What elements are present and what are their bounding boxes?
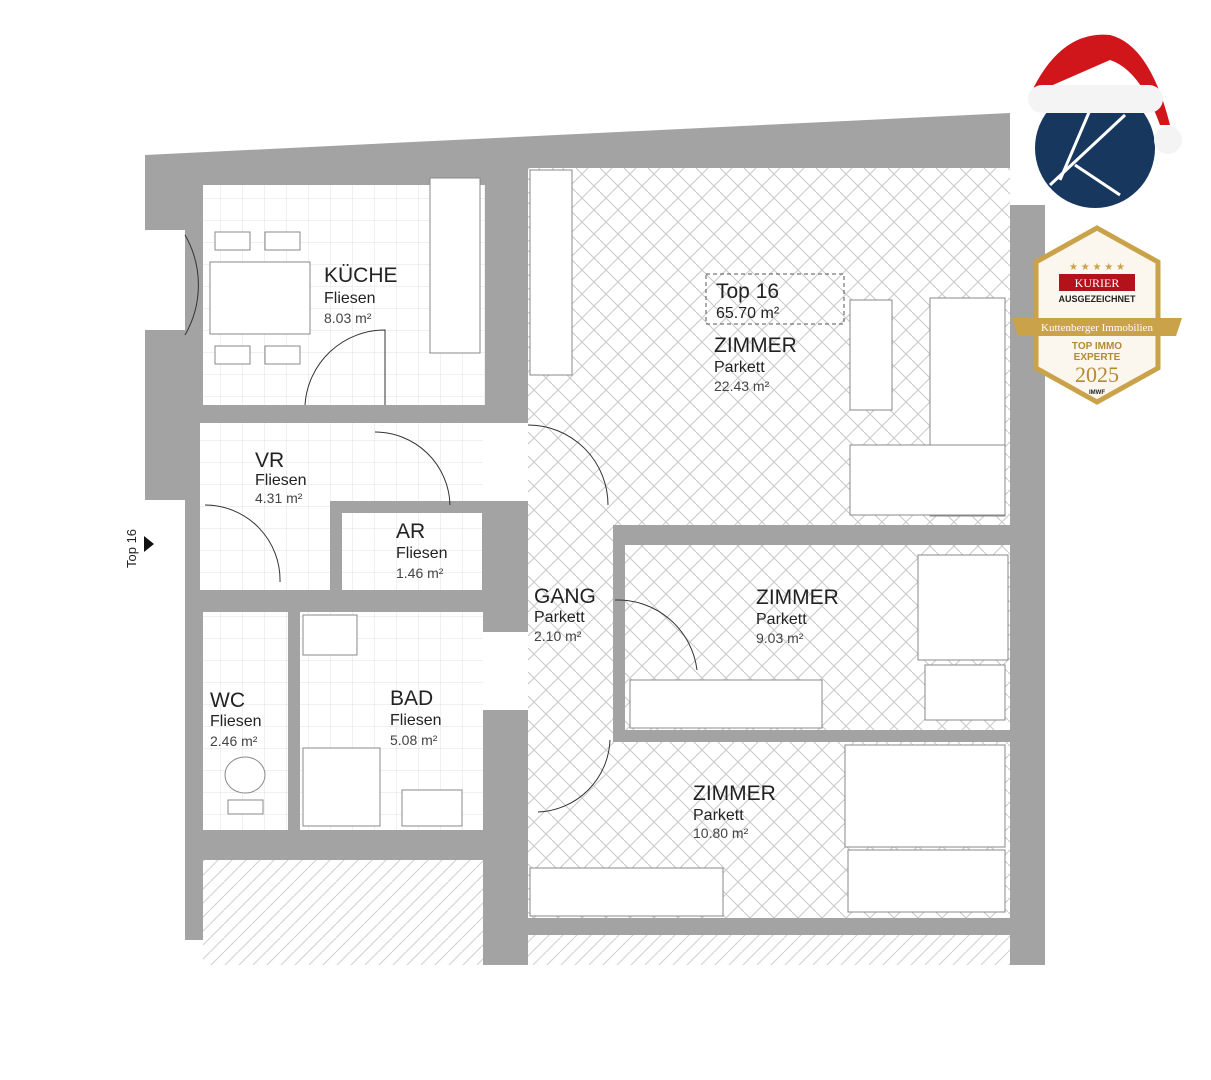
svg-text:KURIER: KURIER <box>1075 276 1120 290</box>
svg-text:VR: VR <box>255 449 284 472</box>
bath-passage <box>483 632 528 710</box>
svg-text:AR: AR <box>396 520 425 543</box>
svg-text:KÜCHE: KÜCHE <box>324 264 398 287</box>
stars-icon: ★ ★ ★ ★ ★ <box>1069 262 1125 273</box>
room-label-vr: VR Fliesen 4.31 m² <box>255 449 307 506</box>
room-label-ar: AR Fliesen 1.46 m² <box>396 520 448 581</box>
room-label-bad: BAD Fliesen 5.08 m² <box>390 687 442 748</box>
svg-text:EXPERTE: EXPERTE <box>1074 352 1121 363</box>
svg-text:GANG: GANG <box>534 585 596 608</box>
svg-text:ZIMMER: ZIMMER <box>714 334 797 357</box>
svg-text:Parkett: Parkett <box>756 611 807 628</box>
svg-text:2.46 m²: 2.46 m² <box>210 733 258 749</box>
apartment-name: Top 16 <box>716 280 779 303</box>
courtyard-left <box>203 860 483 965</box>
santa-hat-icon <box>1030 34 1170 125</box>
award-badge: ★ ★ ★ ★ ★ KURIER AUSGEZEICHNET Kuttenber… <box>1012 225 1182 405</box>
svg-text:22.43 m²: 22.43 m² <box>714 378 770 394</box>
room-label-gang: GANG Parkett 2.10 m² <box>534 585 596 644</box>
entrance-label: Top 16 <box>124 529 139 568</box>
svg-text:Fliesen: Fliesen <box>255 472 307 489</box>
svg-text:WC: WC <box>210 689 245 712</box>
svg-text:Fliesen: Fliesen <box>324 290 376 307</box>
svg-text:2.10 m²: 2.10 m² <box>534 628 582 644</box>
svg-text:ZIMMER: ZIMMER <box>693 782 776 805</box>
svg-text:Kuttenberger Immobilien: Kuttenberger Immobilien <box>1041 322 1153 334</box>
room-label-zimmer-mid: ZIMMER Parkett 9.03 m² <box>756 586 839 646</box>
furniture <box>209 169 1009 917</box>
svg-text:ZIMMER: ZIMMER <box>756 586 839 609</box>
svg-text:2025: 2025 <box>1075 362 1119 387</box>
svg-text:5.08 m²: 5.08 m² <box>390 732 438 748</box>
svg-text:4.31 m²: 4.31 m² <box>255 490 303 506</box>
svg-text:1.46 m²: 1.46 m² <box>396 565 444 581</box>
svg-text:IMWF: IMWF <box>1089 390 1105 396</box>
svg-text:8.03 m²: 8.03 m² <box>324 310 372 326</box>
svg-text:10.80 m²: 10.80 m² <box>693 825 749 841</box>
svg-text:Parkett: Parkett <box>534 609 585 626</box>
svg-text:Fliesen: Fliesen <box>396 545 448 562</box>
svg-text:BAD: BAD <box>390 687 433 710</box>
svg-text:TOP IMMO: TOP IMMO <box>1072 341 1122 352</box>
room-label-wc: WC Fliesen 2.46 m² <box>210 689 262 749</box>
room-label-zimmer-small: ZIMMER Parkett 10.80 m² <box>693 782 776 841</box>
room-ar <box>342 513 482 590</box>
svg-text:Parkett: Parkett <box>714 359 765 376</box>
svg-text:Fliesen: Fliesen <box>390 712 442 729</box>
courtyard-right <box>528 935 1010 965</box>
company-logo <box>1028 34 1182 208</box>
room-vr-lower <box>200 500 330 590</box>
door-swings <box>184 234 698 813</box>
hall-passage <box>483 423 528 501</box>
apartment-area: 65.70 m² <box>716 305 780 322</box>
room-label-zimmer-large: ZIMMER Parkett 22.43 m² <box>714 334 797 394</box>
room-vr <box>200 423 483 501</box>
apartment-label-box <box>705 273 845 325</box>
svg-text:Parkett: Parkett <box>693 807 744 824</box>
svg-text:9.03 m²: 9.03 m² <box>756 630 804 646</box>
svg-text:Fliesen: Fliesen <box>210 713 262 730</box>
entrance-arrow-icon <box>144 536 154 552</box>
room-wc <box>203 612 288 830</box>
room-label-kueche: KÜCHE Fliesen 8.03 m² <box>324 264 398 326</box>
svg-text:AUSGEZEICHNET: AUSGEZEICHNET <box>1058 294 1136 304</box>
